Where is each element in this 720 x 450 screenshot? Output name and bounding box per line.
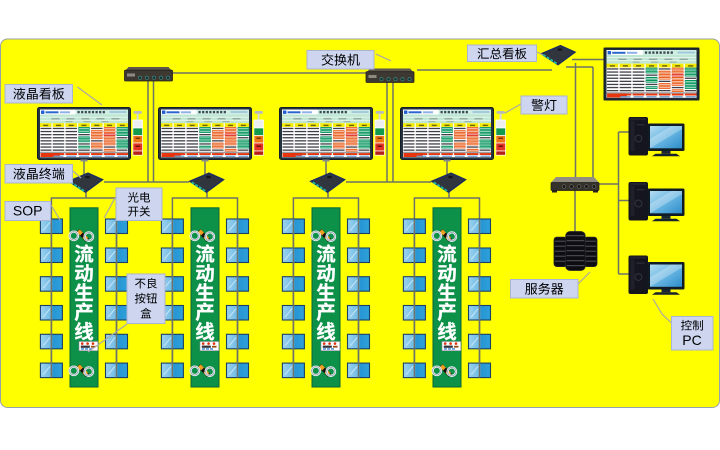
svg-text:SOP: SOP (13, 203, 43, 219)
svg-text:PC: PC (682, 332, 701, 348)
